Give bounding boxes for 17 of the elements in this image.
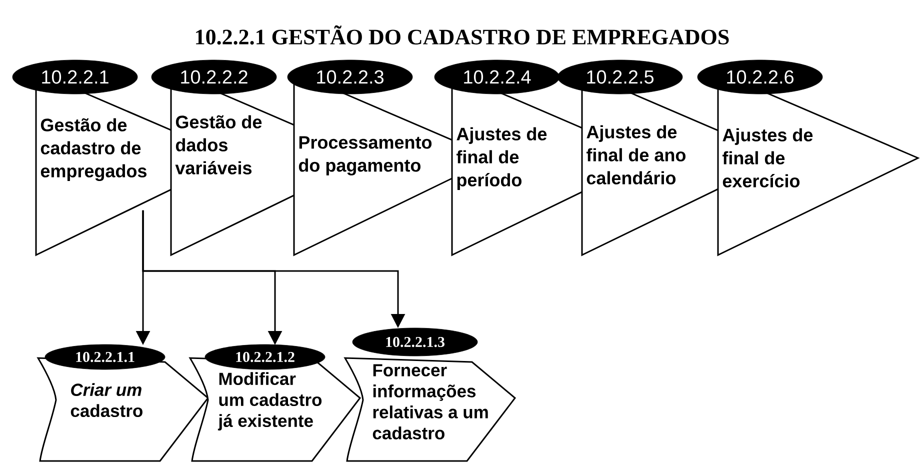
process-step: 10.2.2.3 Processamento do pagamento xyxy=(287,60,452,256)
subprocess-banner: 10.2.2.1.2 Modificar um cadastro já existente xyxy=(189,344,361,462)
node-label: Gestão de dados variáveis xyxy=(175,115,262,174)
node-label: Ajustes de final de período xyxy=(456,127,547,190)
process-step: 10.2.2.2 Gestão de dados variáveis xyxy=(151,60,294,256)
node-label: Ajustes de final de ano calendário xyxy=(586,125,686,184)
subprocess-banner: 10.2.2.1.1 Criar um cadastro xyxy=(37,344,209,462)
node-label: 10.2.2.1.3 xyxy=(386,336,444,348)
node-label: Gestão de cadastro de empregados xyxy=(40,118,146,182)
process-step: 10.2.2.5 Ajustes de final de ano calendário xyxy=(557,60,718,256)
process-step: 10.2.2.1 Gestão de cadastro de empregados xyxy=(12,60,172,256)
node-label: Modificar um cadastro já existente xyxy=(218,372,322,431)
node-label: 10.2.2.1.2 xyxy=(236,352,294,362)
title: 10.2.2.1 GESTÃO DO CADASTRO DE EMPREGADOS xyxy=(196,25,729,45)
subprocess-banner: 10.2.2.1.3 Fornecer informações relativas a um cadastro xyxy=(344,328,516,462)
process-step: 10.2.2.4 Ajustes de final de período xyxy=(434,60,582,256)
node-label: Processamento do pagamento xyxy=(298,136,432,176)
